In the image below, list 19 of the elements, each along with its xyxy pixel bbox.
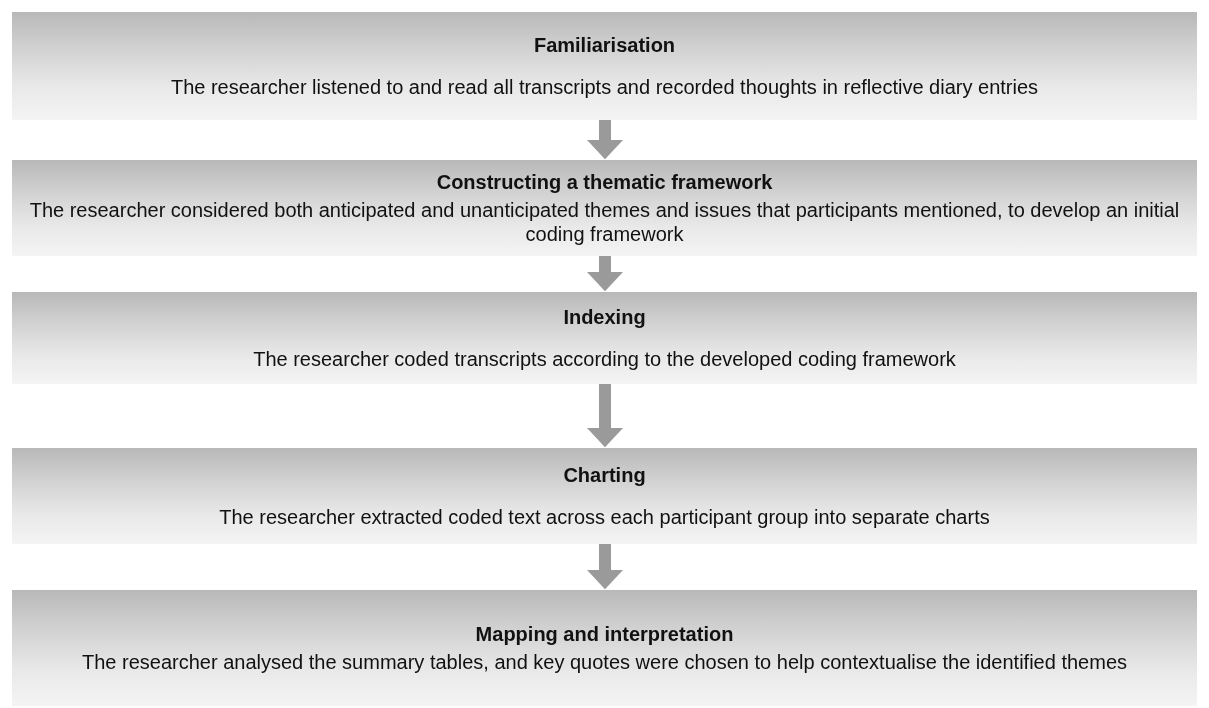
arrow — [587, 544, 623, 590]
arrow — [587, 384, 623, 448]
step-description: The researcher listened to and read all transcripts and recorded thoughts in reflective diary entries — [170, 74, 1039, 99]
step-heading: Indexing — [563, 305, 646, 329]
step-description: The researcher considered both anticipated and unanticipated themes and issues that participants mentioned, to develop an initial coding framework — [28, 197, 1181, 246]
step-heading: Mapping and interpretation — [475, 622, 734, 646]
step-description: The researcher analysed the summary tables, and key quotes were chosen to help contextualise the identified themes — [81, 649, 1127, 674]
arrow — [587, 120, 623, 160]
step-description: The researcher extracted coded text across each participant group into separate charts — [219, 504, 990, 529]
step-description: The researcher coded transcripts according to the developed coding framework — [253, 346, 956, 371]
process-band — [12, 292, 1197, 384]
step-heading: Charting — [563, 463, 646, 487]
arrow — [587, 256, 623, 292]
step-heading: Familiarisation — [533, 33, 676, 57]
process-band — [12, 12, 1197, 120]
process-band — [12, 160, 1197, 256]
step-heading: Constructing a thematic framework — [436, 170, 773, 194]
process-band — [12, 448, 1197, 544]
process-band — [12, 590, 1197, 706]
